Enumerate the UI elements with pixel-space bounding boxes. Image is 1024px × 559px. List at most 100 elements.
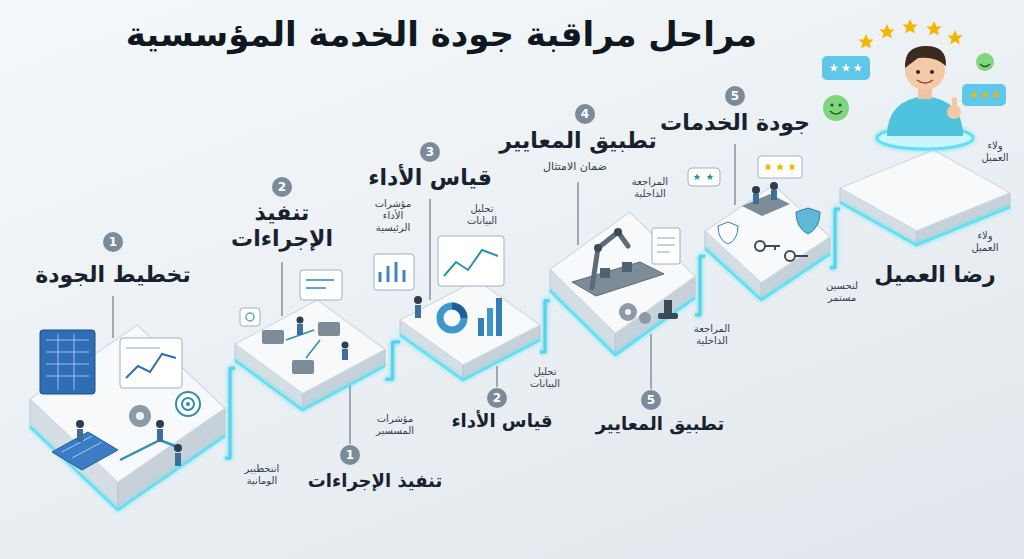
- person-figure: [342, 349, 348, 360]
- callout-number: 3: [420, 142, 440, 162]
- stair-connector: [385, 342, 400, 379]
- customer-figure: [947, 105, 961, 119]
- workstation: [262, 322, 340, 374]
- key-icon: [755, 241, 765, 251]
- annotation-label: ولاء العميل: [967, 230, 1003, 254]
- stage-heading: قياس الأداء: [368, 165, 492, 191]
- floating-panel: [240, 308, 260, 326]
- annotation-label: ضمان الامتثال: [543, 160, 607, 173]
- target-icon: [176, 392, 200, 416]
- stage-heading: تخطيط الجودة: [35, 262, 190, 288]
- feedback-bubble: [854, 64, 862, 72]
- certificate: [652, 228, 680, 264]
- smiley-icon: [830, 111, 842, 114]
- dashboard-screen: [438, 236, 504, 286]
- dashboard-screen: [380, 262, 404, 282]
- annotation-label: المراجعة الداخلية: [686, 323, 738, 347]
- chart-board: [120, 338, 182, 388]
- customer-figure: [877, 127, 973, 149]
- person-figure: [414, 296, 422, 318]
- feedback-bubble: [981, 91, 989, 98]
- annotation-label: ولاء العميل: [978, 140, 1012, 164]
- leader-line: [650, 334, 651, 389]
- review-card: [788, 163, 796, 170]
- bar-chart: [496, 298, 502, 336]
- service-desk: [771, 190, 777, 200]
- stamp-icon: [658, 313, 678, 319]
- stair-connector: [225, 368, 235, 458]
- platform-top: [30, 325, 225, 482]
- platform-top: [550, 212, 695, 334]
- stage-platform: تنفيذ الإجراءات: [235, 300, 385, 410]
- smiley-icon: [823, 53, 994, 121]
- bar-chart: [487, 308, 493, 336]
- donut-chart: [452, 306, 464, 318]
- chat-bubble: [694, 173, 701, 180]
- chart-board: [126, 354, 176, 378]
- dashboard-screen: [374, 254, 414, 290]
- customer-figure: [877, 46, 973, 149]
- chat-bubble: [688, 168, 720, 186]
- floating-panel: [306, 280, 334, 288]
- planning-board: [40, 330, 95, 394]
- conveyor: [572, 262, 664, 296]
- callout-number: 5: [725, 86, 745, 106]
- bar-chart: [478, 298, 502, 336]
- callout-number: 4: [575, 104, 595, 124]
- arrow-path: [120, 440, 175, 460]
- customer-figure: [917, 80, 933, 83]
- person-figure: [342, 342, 349, 349]
- customer-figure: [905, 46, 946, 68]
- title: مراحل مراقبة جودة الخدمة المؤسسية: [126, 14, 757, 55]
- callout-number: 2: [487, 388, 507, 408]
- platform-shape: [235, 300, 385, 410]
- customer-figure: [952, 97, 957, 107]
- person-figure: [76, 420, 84, 428]
- certificate: [657, 238, 675, 252]
- feedback-bubble: [962, 84, 1006, 106]
- rating-stars: [947, 30, 962, 45]
- smiley-icon: [838, 103, 841, 106]
- step-label: تطبيق المعايير: [596, 413, 725, 435]
- arrow-path: [120, 440, 175, 460]
- certificate: [652, 228, 680, 264]
- stage-heading: جودة الخدمات: [660, 110, 810, 136]
- workstation: [292, 360, 314, 374]
- smiley-icon: [823, 95, 849, 121]
- stage-platform: قياس الأداء: [400, 280, 540, 380]
- stair-connector: [695, 256, 705, 315]
- gear-icon: [619, 303, 651, 324]
- feedback-bubble: [992, 91, 1000, 98]
- person-figure: [76, 420, 182, 466]
- feedback-bubble: [830, 64, 838, 72]
- service-desk: [770, 182, 778, 190]
- person-figure: [414, 296, 422, 304]
- feedback-bubble: [822, 56, 870, 80]
- annotation-label: المراجعة الداخلية: [624, 176, 676, 200]
- glow-edge: [550, 291, 695, 355]
- glow-edge: [30, 427, 225, 510]
- rating-stars: [858, 19, 962, 49]
- feedback-bubble: [822, 56, 1006, 106]
- review-card: [776, 163, 784, 170]
- robot-arm: [614, 228, 622, 236]
- glow-edge: [705, 248, 830, 300]
- stair-connector: [830, 209, 840, 268]
- person-figure: [175, 453, 181, 466]
- leader-line: [496, 366, 497, 387]
- chat-bubble: [688, 168, 720, 186]
- platform-shape: [550, 212, 695, 355]
- review-card: [764, 163, 772, 170]
- bar-chart: [478, 318, 484, 336]
- feedback-bubble: [842, 64, 850, 72]
- planning-board: [46, 334, 89, 390]
- robot-arm: [592, 232, 628, 288]
- person-figure: [157, 429, 163, 442]
- stage-platform: جودة الخدمات: [705, 185, 830, 300]
- shield-icon: [718, 222, 738, 244]
- leader-line: [734, 144, 735, 205]
- rating-stars: [926, 21, 941, 36]
- stamp-icon: [664, 300, 672, 314]
- annotation-label: لتحسين مستمر: [821, 280, 863, 304]
